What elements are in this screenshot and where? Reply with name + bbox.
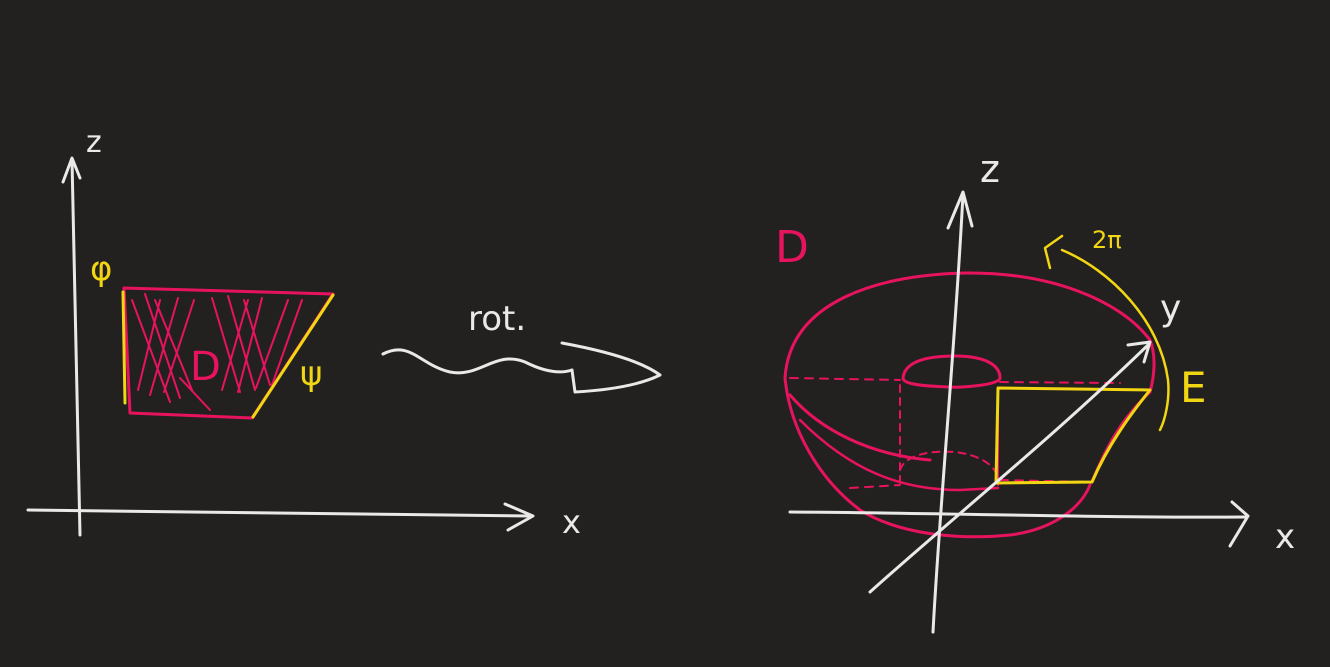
left-x-axis bbox=[26, 508, 532, 518]
left-psi-boundary bbox=[251, 293, 335, 419]
solid-outer-top bbox=[783, 271, 1156, 394]
left-z-axis bbox=[70, 158, 82, 537]
right-x-label: x bbox=[1275, 517, 1295, 557]
left-phi-boundary bbox=[121, 290, 127, 405]
left-x-axis-arrowhead bbox=[503, 502, 535, 532]
right-z-axis bbox=[931, 192, 965, 634]
inner-cylinder-bottom bbox=[899, 450, 999, 479]
inner-cylinder-top bbox=[901, 354, 1002, 389]
left-z-label: z bbox=[86, 125, 102, 160]
rotation-arc bbox=[1060, 248, 1170, 432]
right-diagram: D z bbox=[775, 147, 1295, 634]
solid-outer-left bbox=[783, 376, 1092, 539]
rotation-arc-arrowhead bbox=[1043, 234, 1064, 270]
right-y-axis bbox=[868, 343, 1150, 594]
arrow-head bbox=[560, 341, 662, 394]
right-z-axis-arrowhead bbox=[946, 190, 974, 230]
left-diagram: z x bbox=[26, 125, 581, 541]
rotation-label: 2π bbox=[1092, 226, 1122, 254]
hidden-line-top bbox=[789, 377, 901, 381]
left-region-label: D bbox=[190, 344, 221, 390]
hidden-line-right-top bbox=[999, 381, 1121, 384]
cross-section bbox=[994, 386, 1152, 485]
solid-bottom-curve bbox=[788, 393, 932, 462]
squiggle-arrow bbox=[381, 348, 574, 375]
right-region-label: D bbox=[775, 222, 809, 273]
arrow-label: rot. bbox=[468, 299, 526, 339]
right-z-label: z bbox=[980, 147, 1000, 191]
solid-outer-right bbox=[1090, 390, 1152, 484]
left-psi-label: ψ bbox=[300, 354, 322, 394]
hidden-line-bottom bbox=[849, 484, 901, 489]
left-region-hatching bbox=[131, 293, 303, 411]
right-x-axis bbox=[788, 510, 1247, 519]
rotation-arrow: rot. bbox=[381, 299, 662, 394]
solid-label: E bbox=[1180, 363, 1207, 412]
left-x-label: x bbox=[562, 503, 581, 541]
left-phi-label: φ bbox=[90, 249, 112, 289]
right-y-axis-arrowhead bbox=[1126, 340, 1152, 364]
right-y-label: y bbox=[1160, 288, 1181, 329]
right-x-axis-arrowhead bbox=[1228, 500, 1250, 548]
left-z-axis-arrowhead bbox=[61, 156, 82, 184]
solid-front-curve bbox=[798, 418, 1000, 492]
